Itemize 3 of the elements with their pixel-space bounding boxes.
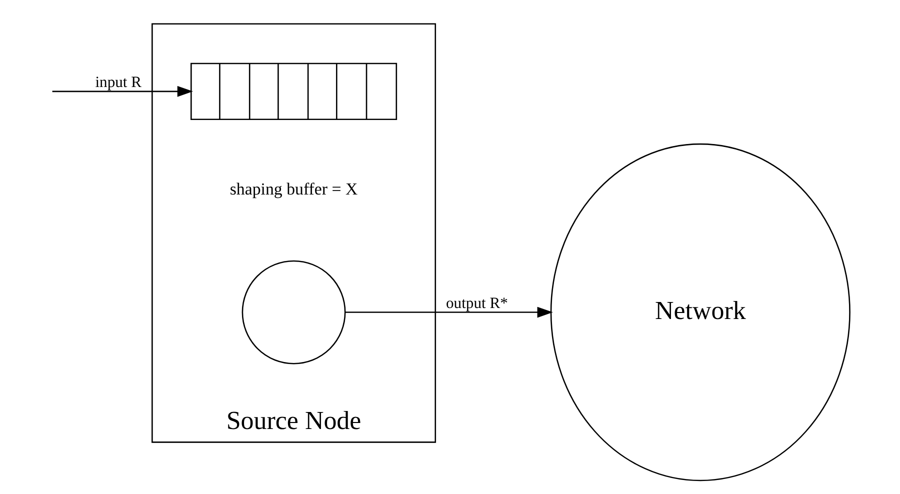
node-label: shaping buffer = X [229,180,358,199]
edge-label: input R [94,74,142,92]
edge-label: output R* [446,294,508,312]
